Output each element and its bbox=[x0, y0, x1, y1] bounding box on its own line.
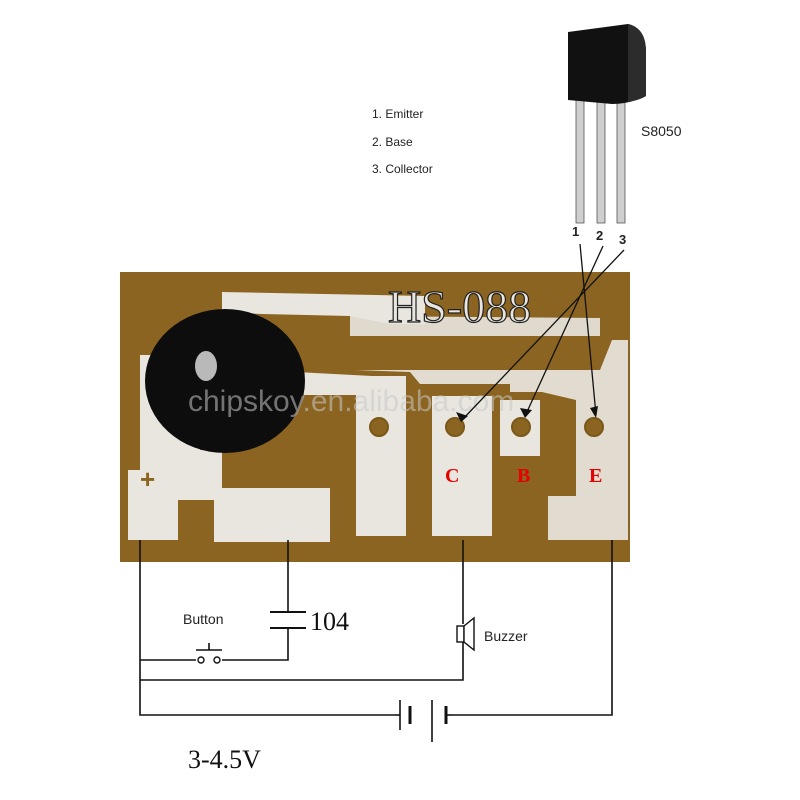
transistor-pin-1: 1 bbox=[572, 224, 579, 239]
pad-1-trace bbox=[356, 376, 406, 536]
pad-label-b: B bbox=[517, 465, 530, 487]
transistor-lead-2 bbox=[596, 97, 606, 224]
wire-buzzer-bottom bbox=[140, 642, 464, 681]
transistor: S8050 1 2 3 bbox=[568, 24, 682, 247]
button-label: Button bbox=[183, 611, 223, 627]
capacitor-value: 104 bbox=[310, 607, 349, 636]
legend-collector: 3. Collector bbox=[372, 162, 433, 176]
leader-pin-2-to-b bbox=[525, 245, 604, 415]
transistor-pin-3: 3 bbox=[619, 232, 626, 247]
supply-voltage: 3-4.5V bbox=[188, 745, 261, 774]
transistor-body bbox=[568, 24, 646, 104]
transistor-lead-3 bbox=[616, 97, 626, 224]
legend-emitter: 1. Emitter bbox=[372, 107, 423, 121]
external-circuit: Button 104 Buzzer 3-4.5V bbox=[139, 540, 613, 774]
pcb-board: HS-088 + C B E chipskoy.en.alibaba.com bbox=[120, 272, 630, 562]
buzzer-cone bbox=[463, 616, 475, 652]
legend-base: 2. Base bbox=[372, 135, 413, 149]
pcb-hole-e bbox=[584, 417, 604, 437]
plus-marking: + bbox=[140, 464, 155, 494]
pcb-hole-b bbox=[511, 417, 531, 437]
leader-pin-1-to-e bbox=[579, 243, 597, 416]
pad-e-trace bbox=[355, 340, 628, 540]
cob-chip-blob bbox=[145, 309, 305, 453]
wire-left-rail bbox=[139, 540, 395, 716]
watermark: chipskoy.en.alibaba.com bbox=[188, 385, 514, 418]
pad-label-e: E bbox=[589, 465, 602, 487]
leader-pin-3-to-c bbox=[461, 249, 625, 421]
wire-button-right bbox=[222, 632, 289, 661]
pcb-hole-1 bbox=[369, 417, 389, 437]
transistor-part-number: S8050 bbox=[641, 123, 682, 139]
board-model: HS-088 bbox=[388, 281, 531, 332]
button-actuator bbox=[196, 643, 222, 651]
wire-right-rail bbox=[452, 540, 613, 716]
pin-legend: 1. Emitter 2. Base 3. Collector bbox=[372, 107, 433, 176]
buzzer-label: Buzzer bbox=[484, 628, 528, 644]
pin-leader-lines bbox=[456, 243, 625, 422]
button-contact-right bbox=[213, 656, 221, 664]
button-contact-left bbox=[197, 656, 205, 664]
pcb-hole-c bbox=[445, 417, 465, 437]
pad-label-c: C bbox=[445, 465, 459, 487]
transistor-pin-2: 2 bbox=[596, 228, 603, 243]
buzzer-coil bbox=[456, 625, 465, 643]
transistor-lead-1 bbox=[575, 97, 585, 224]
